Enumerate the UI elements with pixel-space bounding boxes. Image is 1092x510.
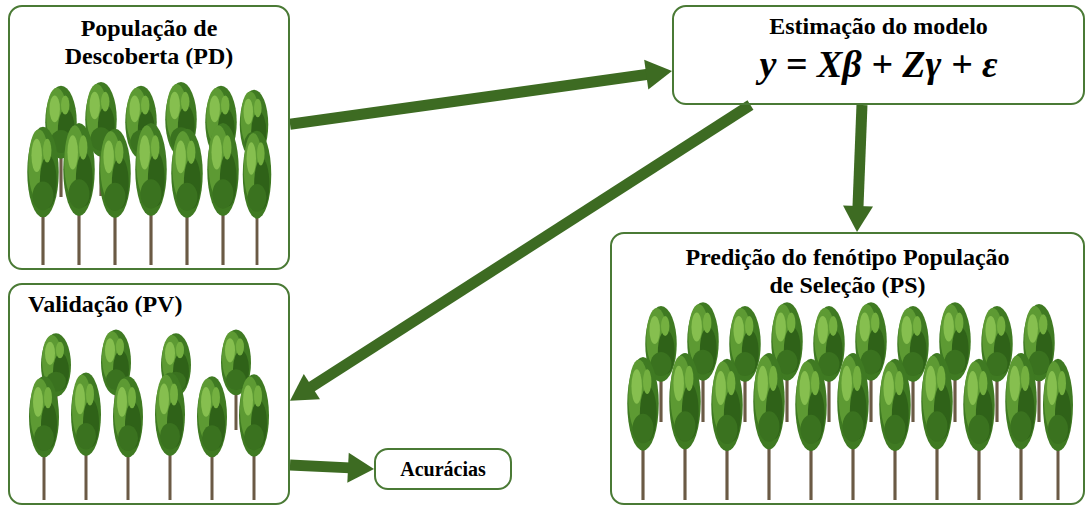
tree-group bbox=[627, 302, 1073, 500]
box-title: População de Descoberta (PD) bbox=[33, 15, 265, 70]
arrow-head bbox=[290, 374, 320, 401]
model-box: Estimação do modeloy = Xβ + Zγ + ε bbox=[672, 5, 1085, 105]
population-box: Predição do fenótipo População de Seleçã… bbox=[610, 232, 1085, 505]
population-box: Validação (PV) bbox=[8, 283, 290, 505]
flow-arrow bbox=[843, 105, 873, 232]
model-equation: y = Xβ + Zγ + ε bbox=[759, 43, 997, 87]
box-title: Acurácias bbox=[400, 458, 486, 481]
arrow-shaft bbox=[858, 105, 862, 208]
arrow-head bbox=[843, 205, 873, 232]
arrow-head bbox=[644, 60, 672, 90]
arrow-head bbox=[347, 453, 374, 483]
arrow-shaft bbox=[310, 105, 750, 388]
result-box: Acurácias bbox=[374, 448, 512, 490]
arrow-shaft bbox=[290, 74, 648, 124]
population-box: População de Descoberta (PD) bbox=[8, 5, 290, 270]
box-title: Predição do fenótipo População de Seleçã… bbox=[683, 244, 1013, 299]
box-title: Validação (PV) bbox=[28, 291, 182, 319]
tree-group bbox=[29, 329, 269, 500]
flow-arrow bbox=[290, 105, 750, 401]
arrow-shaft bbox=[290, 465, 350, 468]
flow-arrow bbox=[290, 60, 672, 125]
box-title: Estimação do modelo bbox=[769, 13, 988, 41]
tree-group bbox=[27, 82, 271, 265]
flow-arrow bbox=[290, 453, 374, 483]
